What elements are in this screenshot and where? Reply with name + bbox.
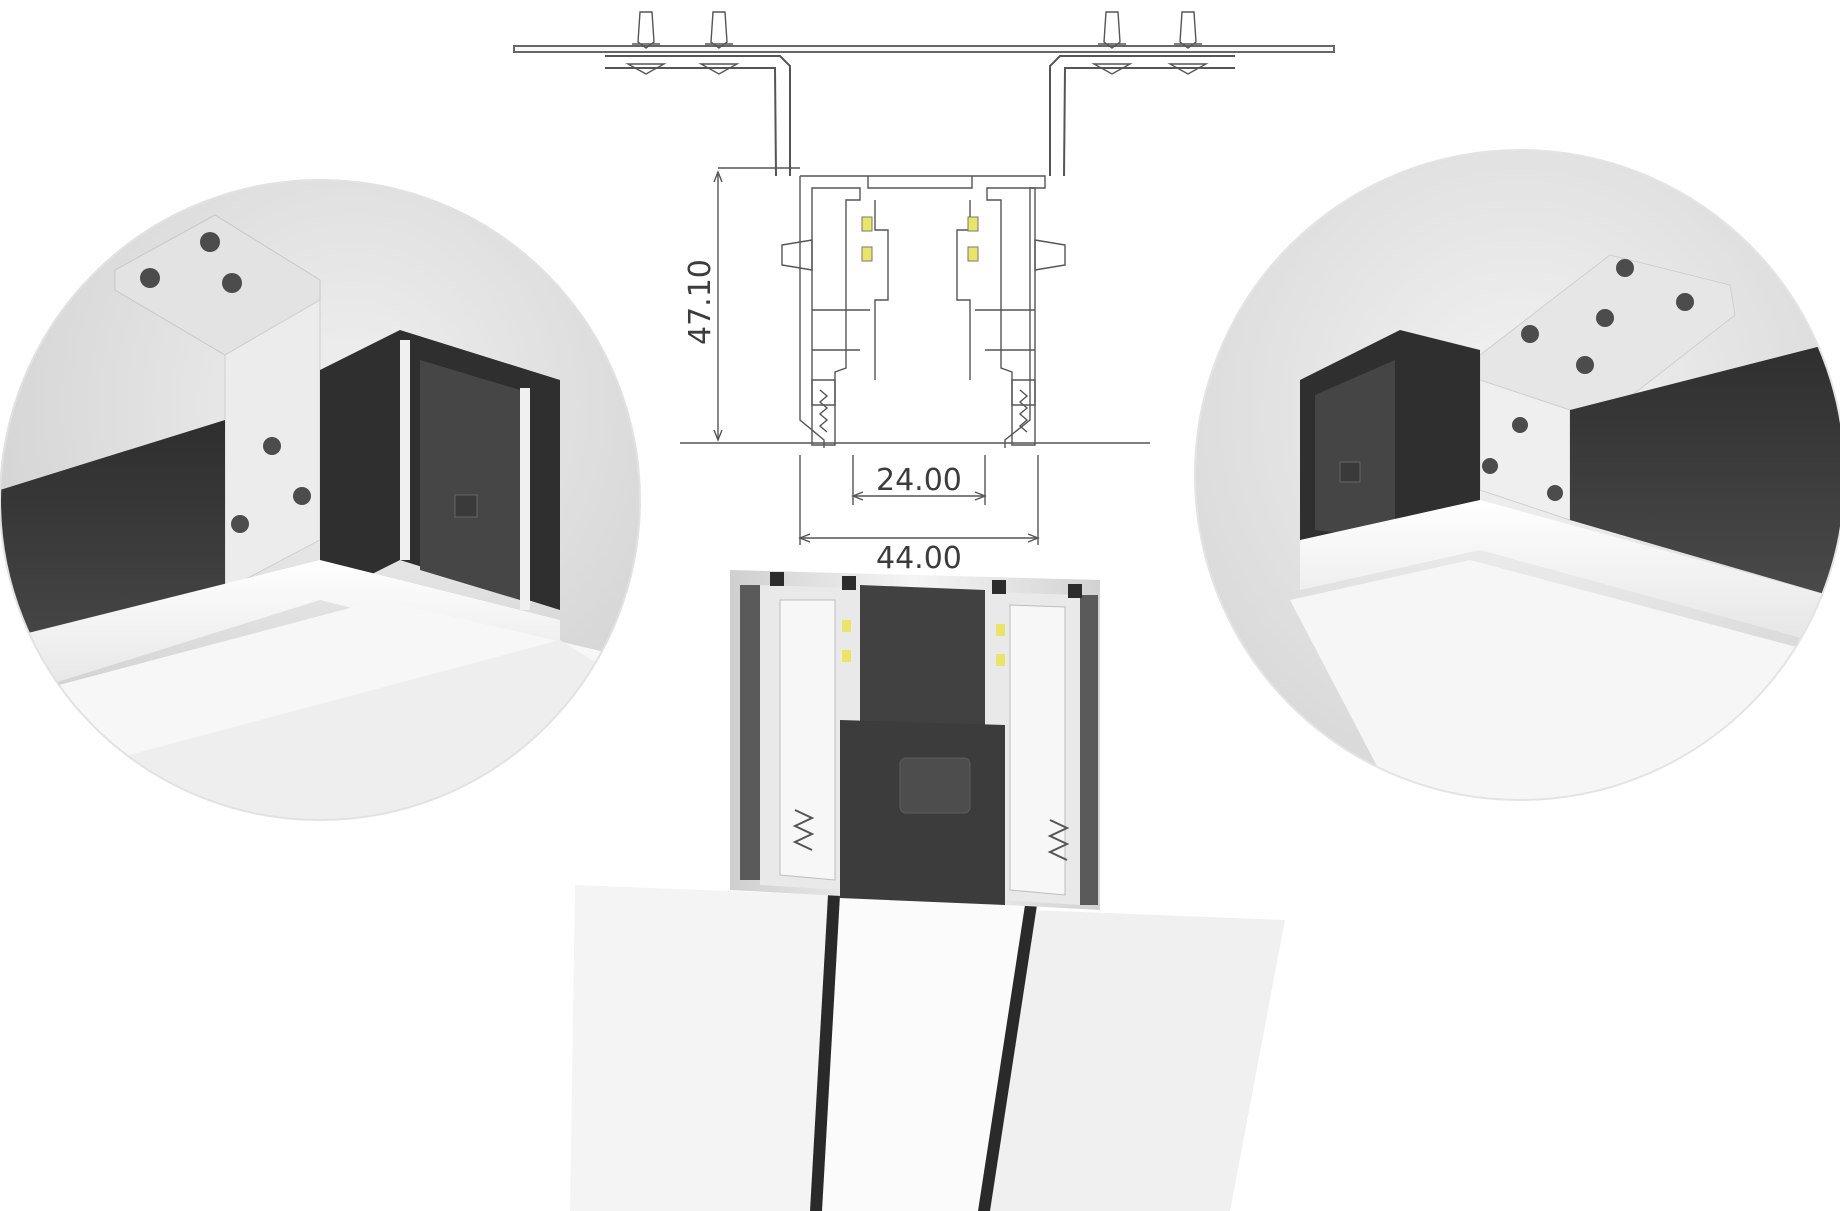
ceiling-bracket-left (605, 55, 791, 177)
dimension-lines (680, 167, 1150, 545)
led-chip-icon (842, 620, 1005, 666)
technical-drawing: 47.10 24.00 44.00 (513, 11, 1335, 576)
dimension-inner-width-label: 24.00 (876, 463, 962, 498)
dimension-outer-width-label: 44.00 (876, 541, 962, 576)
left-detail-frame (0, 179, 641, 821)
left-detail-panel (0, 180, 640, 820)
ceiling-bracket-right (1049, 55, 1235, 177)
screw-icon (625, 11, 1209, 75)
screw-icon (1482, 259, 1694, 501)
ceiling-plate (513, 45, 1335, 53)
center-profile-render (570, 570, 1285, 1211)
right-detail-panel (1195, 150, 1840, 800)
right-detail-frame (1194, 149, 1840, 801)
connector-icon (899, 757, 971, 814)
profile-cross-section (781, 175, 1066, 448)
screw-icon (140, 232, 311, 533)
led-chip-icon (861, 216, 979, 262)
dimension-height-label: 47.10 (683, 259, 718, 345)
